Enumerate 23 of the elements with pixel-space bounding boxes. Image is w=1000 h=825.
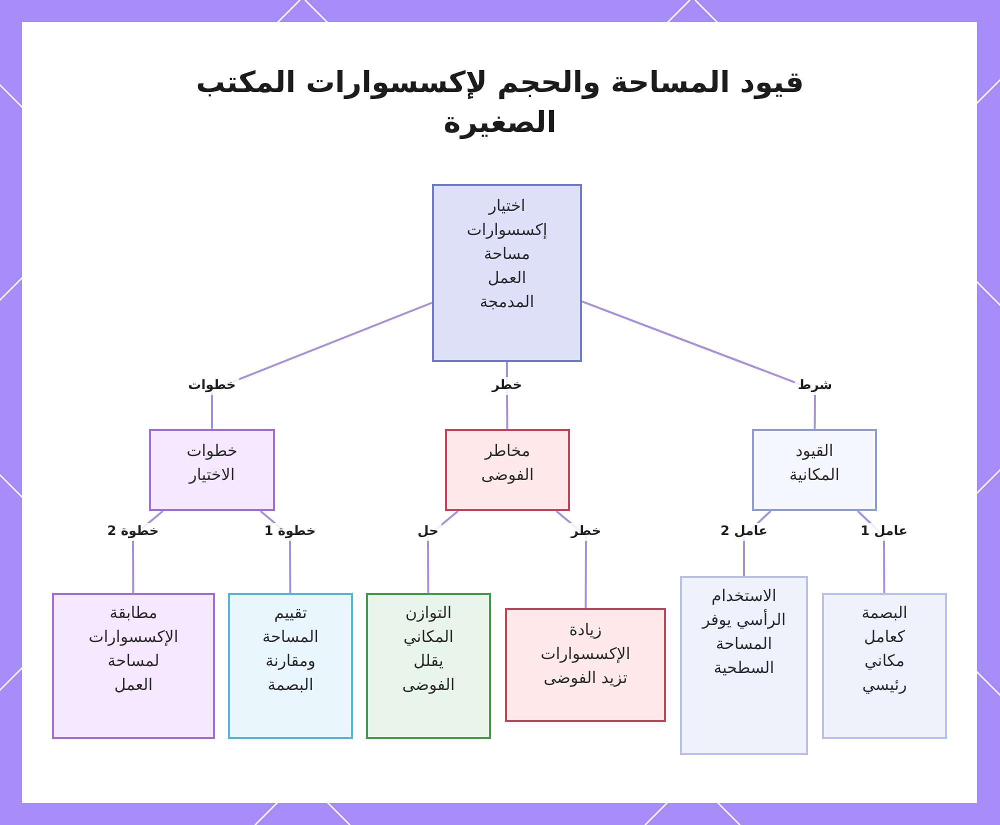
process-box (432, 184, 582, 362)
process-box (505, 608, 666, 722)
process-box (445, 429, 570, 511)
diagram-title: قيود المساحة والحجم لإكسسوارات المكتب الصغيرة (195, 64, 805, 142)
process-box (149, 429, 275, 511)
node-text: زيادة الإكسسوارات تزيد الفوضى (540, 619, 632, 689)
node-text: مطابقة الإكسسوارات لمساحة العمل (88, 602, 180, 696)
process-box (680, 576, 808, 755)
node-text: البصمة كعامل مكاني رئيسي (860, 602, 908, 696)
node-text: خطوات الاختيار (186, 440, 238, 486)
process-box (228, 593, 353, 739)
process-box (822, 593, 947, 739)
node-text: القيود المكانية (788, 440, 841, 486)
connector-line (211, 302, 432, 429)
process-box (752, 429, 877, 511)
node-text: الاستخدام الرأسي يوفر المساحة السطحية (700, 585, 787, 679)
node-text: التوازن المكاني يقلل الفوضى (401, 602, 456, 696)
node-text: اختيار إكسسوارات مساحة العمل المدمجة (466, 195, 548, 313)
process-box (52, 593, 215, 739)
process-box (366, 593, 491, 739)
node-text: مخاطر الفوضى (480, 440, 535, 486)
node-text: تقييم المساحة ومقارنة البصمة (261, 602, 320, 696)
connector-line (582, 300, 816, 429)
